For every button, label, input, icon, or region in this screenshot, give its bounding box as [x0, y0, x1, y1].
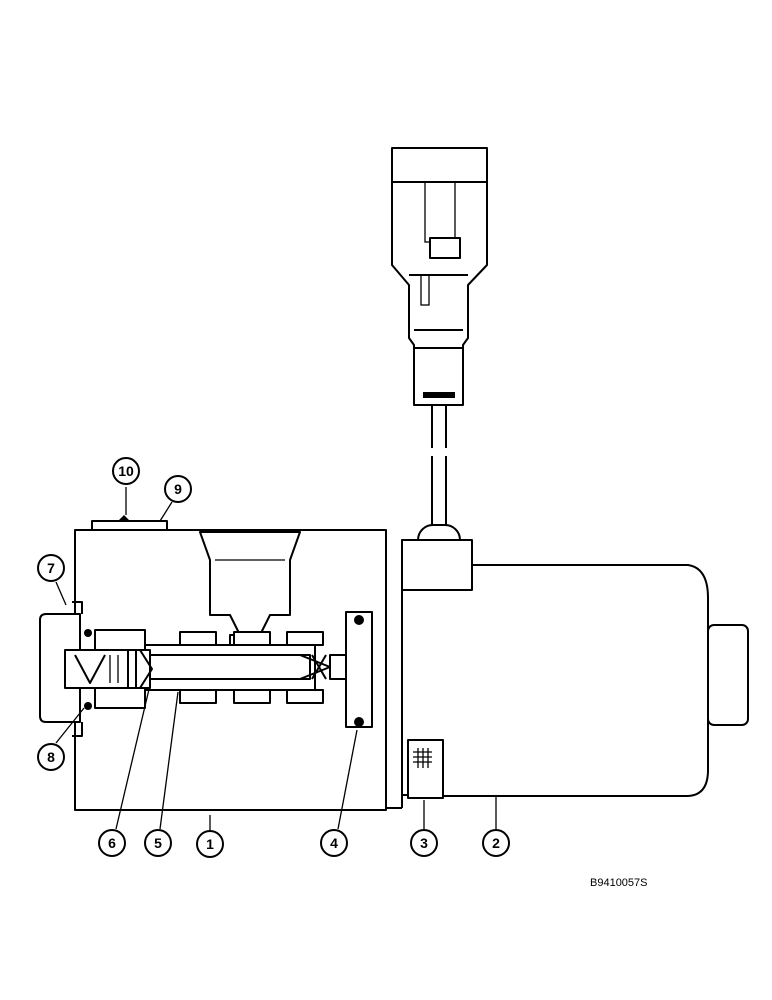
svg-text:1: 1	[206, 836, 214, 852]
callout-9: 9	[164, 475, 192, 503]
callout-1: 1	[196, 830, 224, 858]
callout-8: 8	[37, 743, 65, 771]
svg-text:9: 9	[174, 481, 182, 497]
svg-text:8: 8	[47, 749, 55, 765]
electrical-connector-plug	[391, 147, 488, 448]
reference-code: B9410057S	[590, 877, 648, 889]
callout-5: 5	[144, 829, 172, 857]
svg-text:2: 2	[492, 835, 500, 851]
callout-leaders	[55, 487, 497, 831]
valve-body	[39, 515, 387, 811]
callout-4: 4	[320, 829, 348, 857]
svg-text:4: 4	[330, 835, 338, 851]
solenoid-coil-housing	[385, 539, 749, 809]
svg-text:5: 5	[154, 835, 162, 851]
callout-3: 3	[410, 829, 438, 857]
svg-text:6: 6	[108, 835, 116, 851]
svg-text:10: 10	[118, 463, 134, 479]
svg-text:3: 3	[420, 835, 428, 851]
callout-10: 10	[112, 457, 140, 485]
callout-2: 2	[482, 829, 510, 857]
callout-7: 7	[37, 554, 65, 582]
callout-6: 6	[98, 829, 126, 857]
svg-text:7: 7	[47, 560, 55, 576]
